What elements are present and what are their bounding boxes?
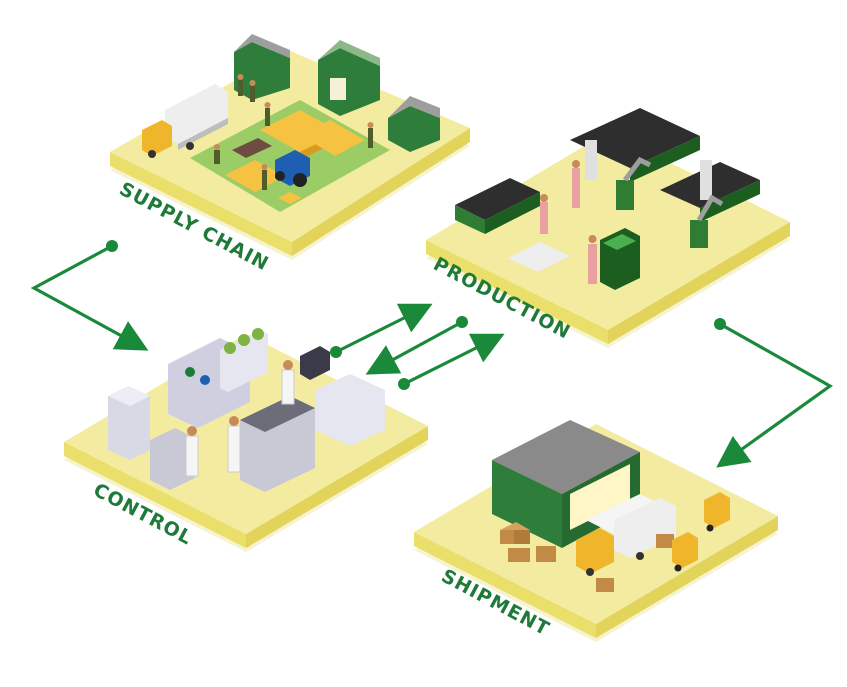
delivery-truck-icon [576, 498, 676, 576]
tractor-icon [232, 138, 310, 187]
worker-icon [540, 160, 597, 284]
control-platform: CONTROL [64, 328, 428, 552]
production-platform: PRODUCTION [426, 108, 790, 348]
truck-icon [142, 84, 228, 158]
arrow-production-to-shipment [714, 318, 833, 468]
arrow-control-to-production-1 [330, 303, 433, 358]
crate-icon [225, 110, 365, 204]
robot-arm-icon [616, 156, 724, 248]
farmer-icon [214, 74, 374, 190]
forklift-icon [672, 492, 730, 572]
barn-icon [234, 34, 440, 152]
arrow-production-to-control [365, 316, 468, 375]
scientist-icon [185, 360, 295, 477]
flow-arrows [30, 240, 833, 468]
control-panel-icon [508, 228, 640, 290]
lab-icon [108, 328, 385, 492]
conveyor-icon [455, 108, 760, 234]
pallet-icon [500, 522, 674, 592]
shipment-platform: SHIPMENT [414, 420, 778, 642]
arrow-control-to-production-2 [398, 333, 505, 390]
arrow-supply-to-control [30, 240, 149, 351]
supply-chain-platform: SUPPLY CHAIN [110, 34, 470, 275]
